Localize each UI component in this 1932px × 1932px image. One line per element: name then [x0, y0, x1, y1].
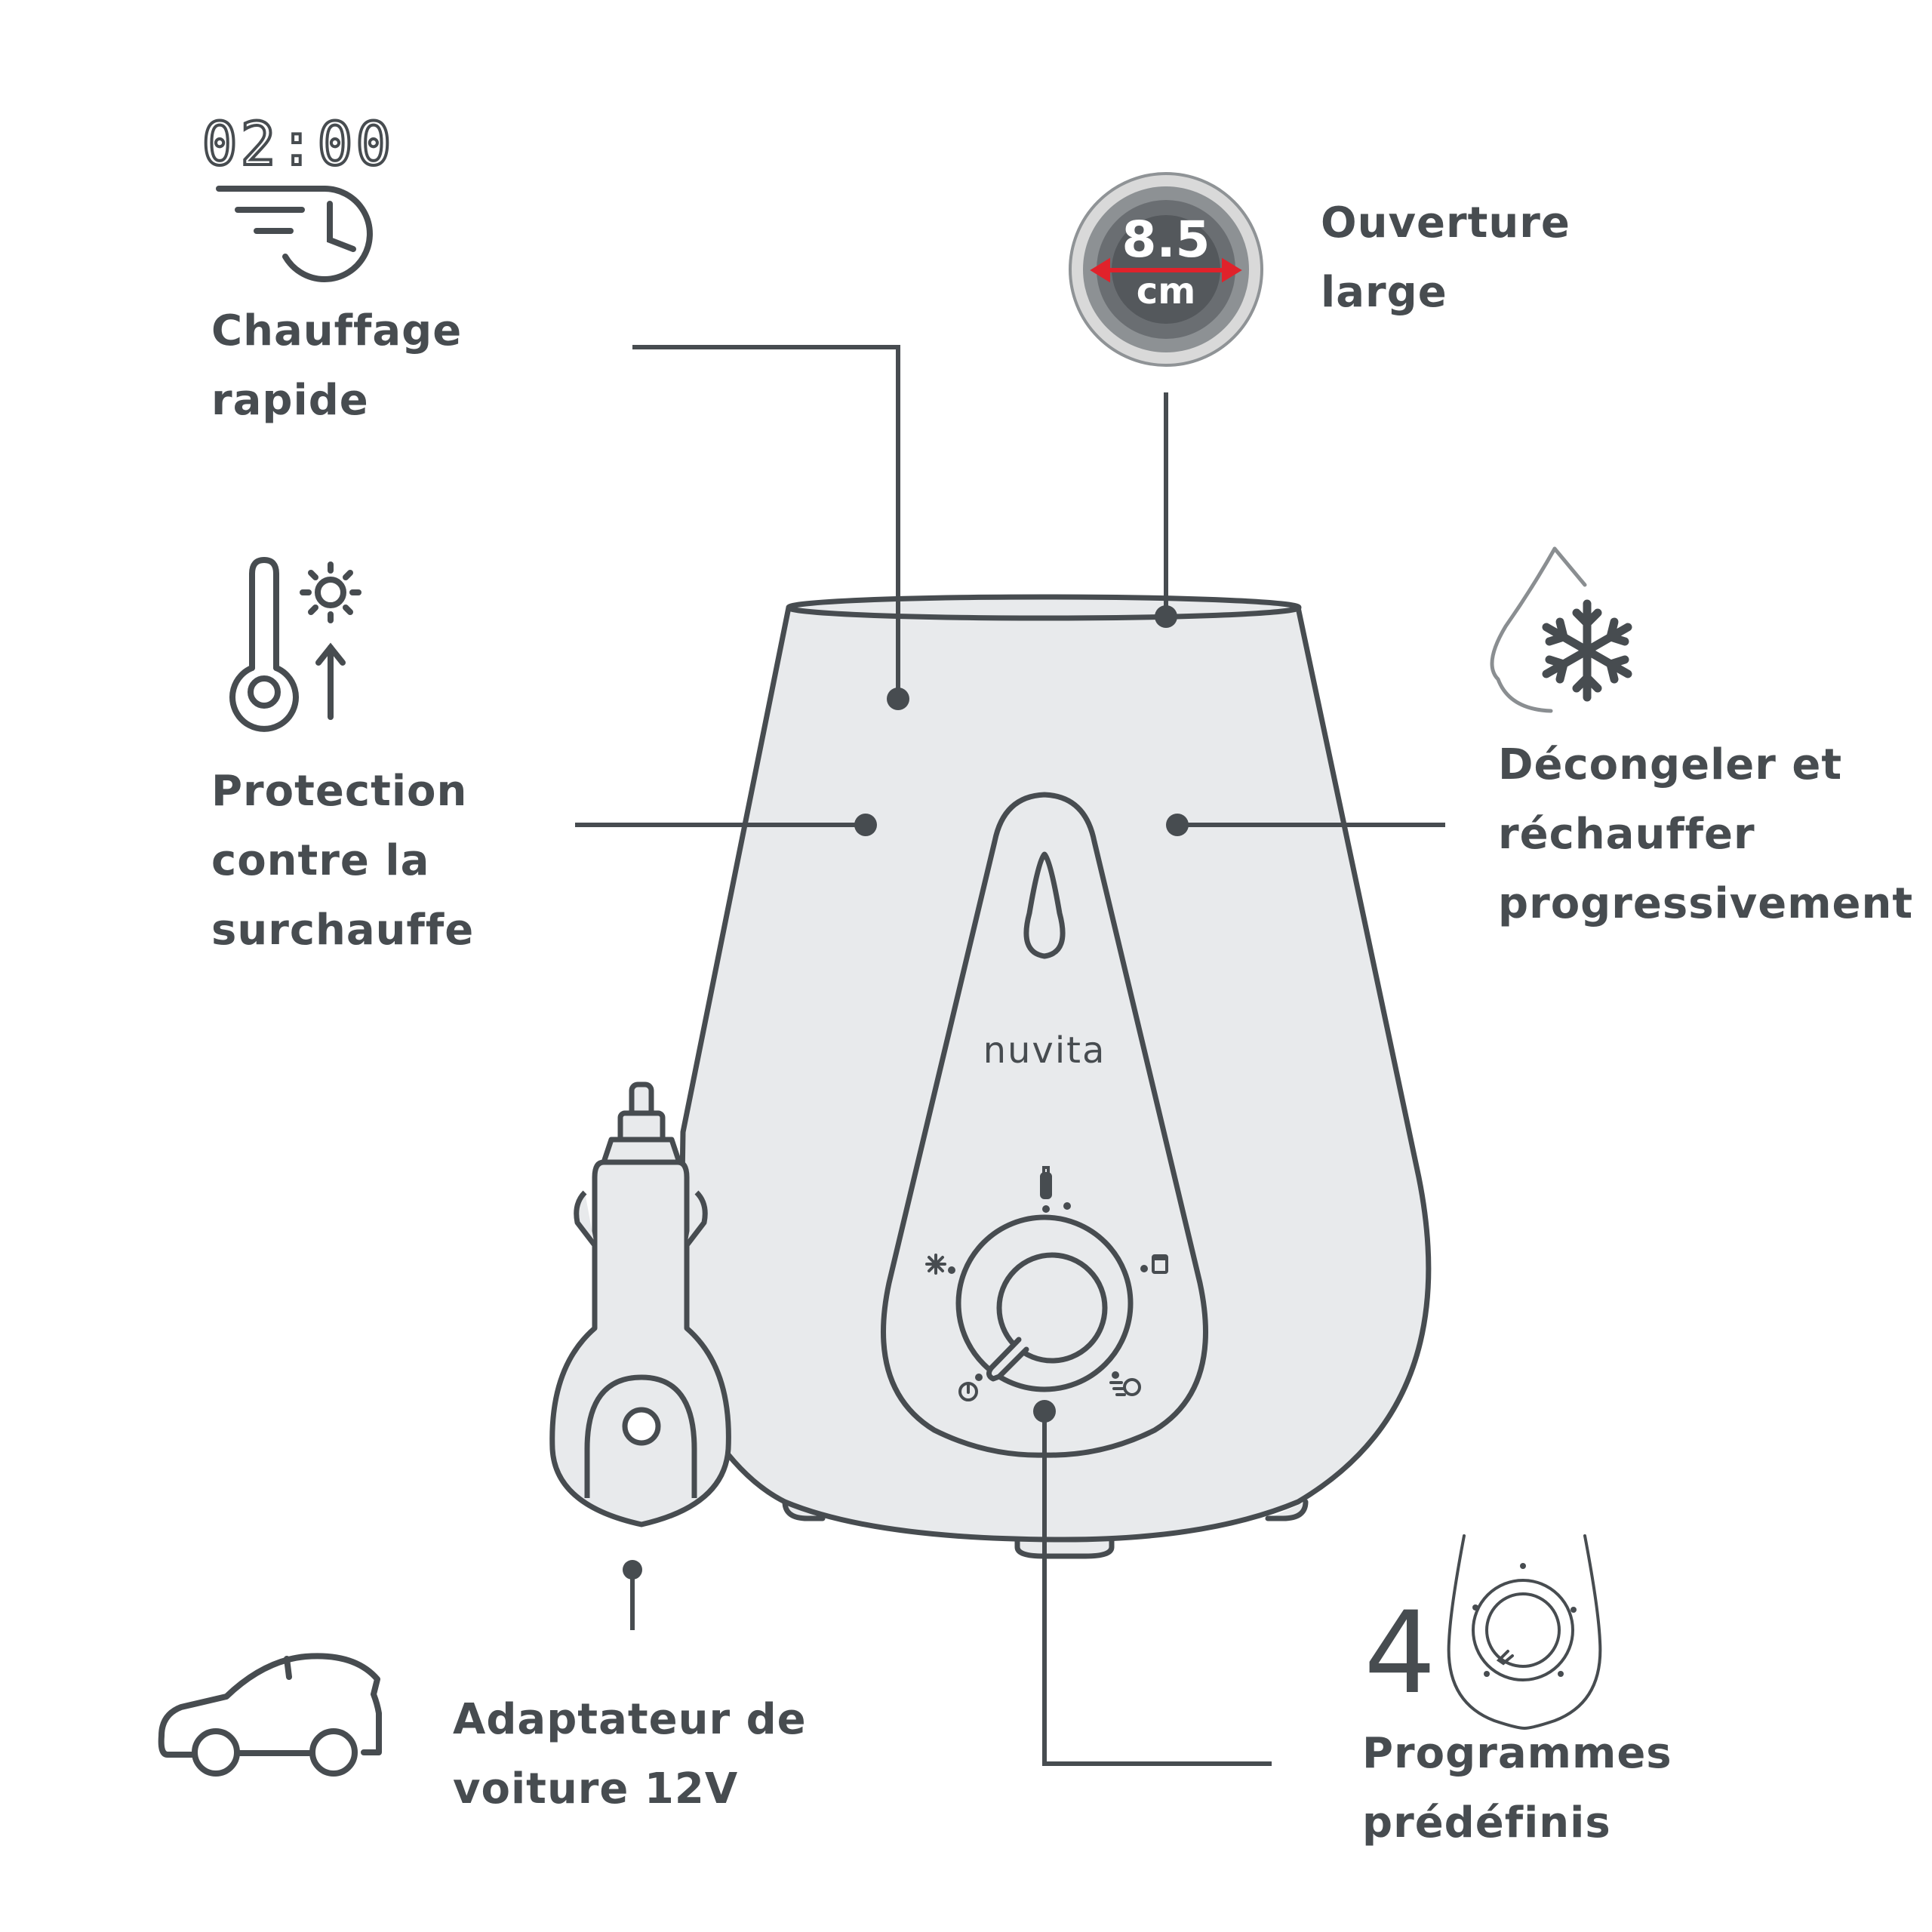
label-fast-heating: Chauffage rapide	[211, 306, 463, 425]
droplet-icon	[1490, 546, 1557, 713]
defrost-icon	[1490, 546, 1632, 713]
label-overheat-protection: Protection contre la surchauffe	[211, 767, 475, 955]
sun-icon	[315, 577, 346, 608]
leader-dots	[623, 605, 1189, 1580]
dial-knob	[996, 1252, 1108, 1364]
label-car-adapter: Adaptateur de voiture 12V	[453, 1695, 807, 1814]
sun-rays	[300, 561, 361, 623]
wide-opening-icon: 8.5 cm	[1069, 172, 1263, 367]
bottle-mode-icon	[1040, 1166, 1052, 1199]
dial-mode-icons	[925, 1166, 1168, 1401]
leader-lines	[575, 345, 1445, 1766]
label-programs: Programmes prédéfinis	[1362, 1729, 1672, 1847]
opening-value: 8.5	[1122, 211, 1211, 269]
snowflake-mode-icon	[925, 1254, 946, 1275]
warmer-rim	[786, 594, 1302, 621]
jar-mode-icon	[1152, 1254, 1168, 1274]
droplet-window	[1023, 851, 1066, 959]
car-icon	[158, 1653, 382, 1777]
fast-timer-icon	[1109, 1378, 1141, 1396]
snowflake-icon	[1542, 599, 1632, 702]
brand-logo: nuvita	[983, 1029, 1106, 1072]
label-defrost: Décongeler et réchauffer progressivement	[1498, 740, 1914, 928]
car-adapter-plug	[549, 1081, 731, 1527]
program-count: 4	[1364, 1588, 1435, 1719]
timer-display: 02:00	[202, 111, 395, 179]
bottle-warmer	[676, 594, 1432, 1559]
label-wide-opening: Ouverture large	[1321, 198, 1571, 317]
opening-unit: cm	[1137, 270, 1195, 312]
width-arrow-icon	[1090, 257, 1242, 283]
programs-icon: 4	[1364, 1534, 1602, 1730]
power-icon	[958, 1382, 978, 1401]
thermometer-icon	[229, 556, 361, 732]
fast-heating-icon: 02:00	[201, 109, 395, 282]
